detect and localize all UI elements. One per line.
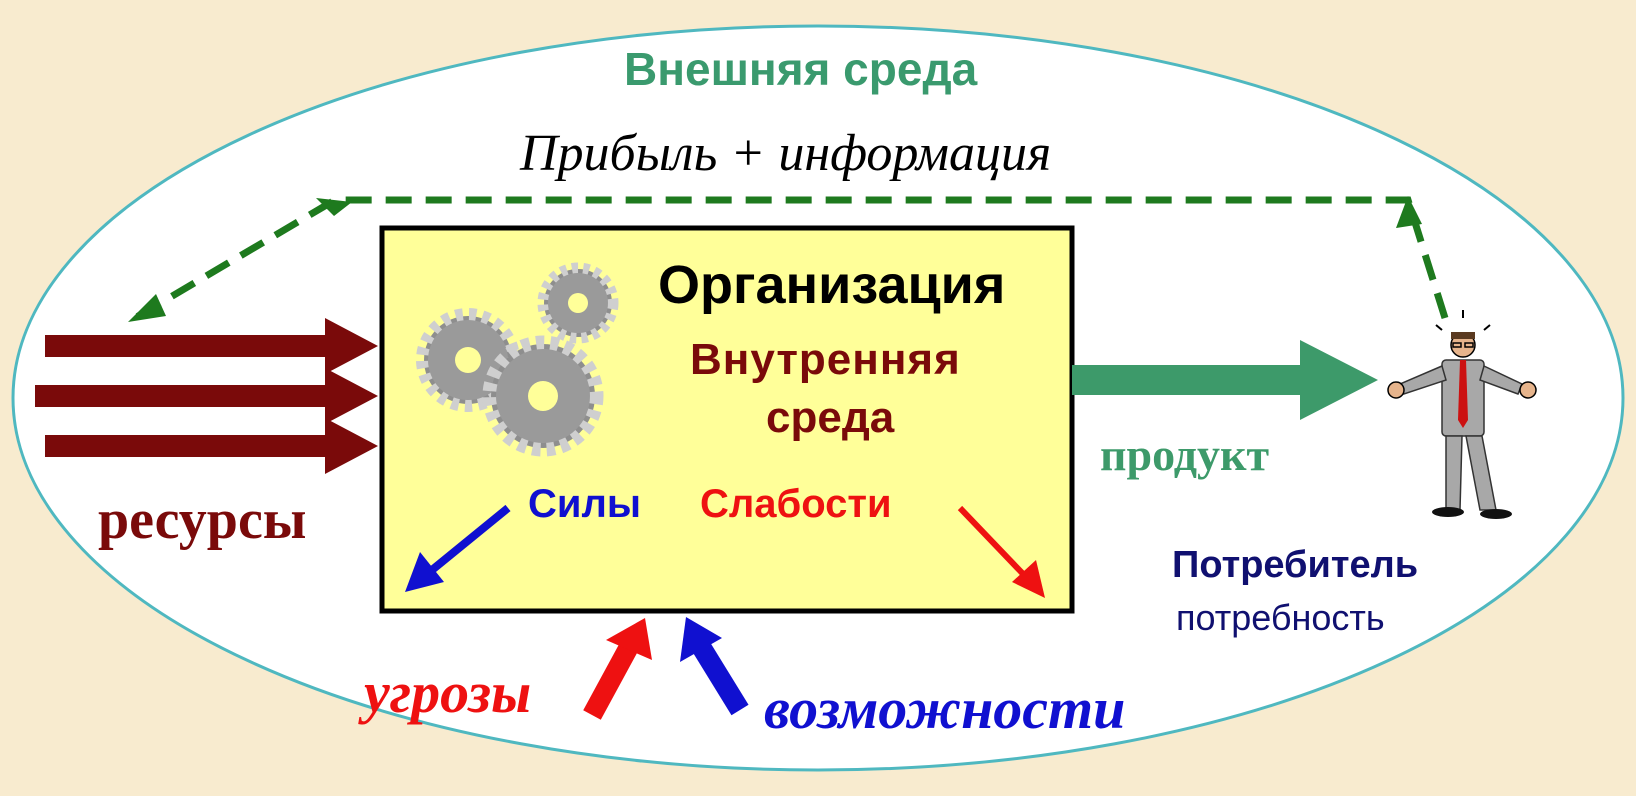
opportunities-arrow (680, 617, 749, 716)
consumer-title: Потребитель (1172, 544, 1419, 586)
threats-arrow (583, 618, 652, 720)
threats-label: угрозы (364, 660, 532, 725)
weaknesses-label: Слабости (700, 482, 892, 526)
feedback-label: Прибыль + информация (520, 125, 1052, 182)
strengths-label: Силы (528, 482, 642, 526)
resource-arrow (45, 318, 378, 374)
gears-icon (416, 262, 619, 457)
product-arrow (1072, 340, 1378, 420)
resource-arrow (45, 418, 378, 474)
weaknesses-arrow (957, 505, 1045, 598)
consumer-figure-icon (1387, 310, 1537, 519)
external-environment-label: Внешняя среда (624, 43, 978, 95)
resources-label: ресурсы (98, 489, 307, 551)
feedback-arrow (128, 196, 1449, 322)
strengths-arrow (405, 504, 511, 592)
opportunities-label: возможности (764, 676, 1126, 741)
internal-environment-line2: среда (766, 393, 895, 442)
consumer-need: потребность (1176, 597, 1385, 638)
organization-box (379, 225, 1075, 614)
resource-arrow (35, 368, 378, 424)
resources-arrows (35, 318, 378, 474)
internal-environment-line1: Внутренняя (690, 335, 961, 384)
organization-title: Организация (658, 255, 1006, 315)
product-label: продукт (1100, 429, 1270, 480)
